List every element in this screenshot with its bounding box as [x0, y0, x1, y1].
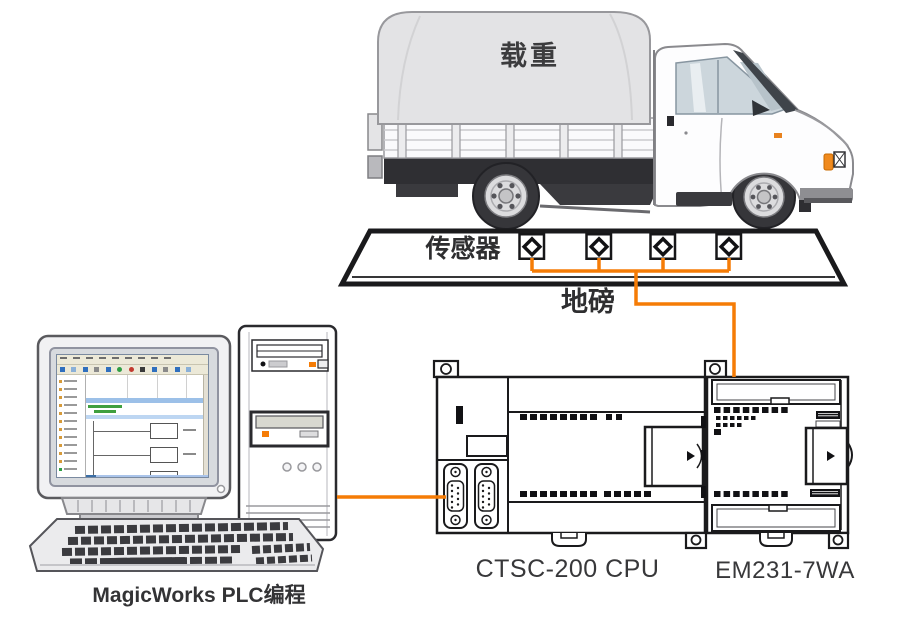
ladder-editor-area — [86, 375, 208, 477]
din-rail-clip — [551, 533, 587, 547]
cpu-mode-switch — [466, 435, 508, 457]
software-toolbar — [57, 365, 208, 375]
expansion-port-door — [643, 425, 705, 488]
truck-tarp — [377, 11, 651, 125]
ladder-function-block — [150, 471, 178, 477]
ctsc200-cpu-module — [432, 359, 709, 550]
expansion-module-label: EM231-7WA — [715, 557, 855, 584]
toolbar-icon — [140, 367, 146, 372]
em231-module — [703, 359, 853, 550]
truck-illustration — [367, 11, 854, 230]
toolbar-icon — [94, 367, 100, 372]
truck-indicator-light — [823, 153, 834, 171]
db9-serial-port — [443, 463, 468, 529]
truck-side-marker — [774, 133, 782, 138]
cpu-status-slot — [456, 406, 463, 424]
keyboard — [28, 518, 325, 572]
computer-tower — [237, 324, 338, 542]
project-tree-panel — [57, 375, 86, 477]
toolbar-icon — [105, 367, 111, 372]
terminal-strip — [520, 414, 651, 497]
toolbar-icon — [128, 367, 134, 372]
toolbar-icon — [174, 367, 180, 372]
db9-serial-port — [474, 463, 499, 529]
terminal-cover — [711, 379, 841, 405]
expansion-port-door — [804, 426, 853, 486]
terminal-strip — [714, 407, 788, 497]
scale-to-plc-wire — [634, 271, 736, 377]
floppy-drive — [249, 410, 330, 448]
pc-software-caption: MagicWorks PLC编程 — [92, 584, 306, 607]
toolbar-icon — [163, 367, 169, 372]
scale-label: 地磅 — [561, 287, 615, 317]
tower-button — [297, 462, 307, 472]
signal-wiring — [337, 258, 736, 499]
load-cell-sensor-icon — [715, 233, 743, 260]
terminal-cover — [711, 504, 841, 532]
cpu-module-label: CTSC-200 CPU — [475, 555, 660, 583]
sensors-label: 传感器 — [425, 235, 501, 263]
ladder-function-block — [150, 447, 178, 463]
tower-vents — [246, 505, 330, 528]
load-cell-sensor-icon — [649, 233, 677, 260]
toolbar-icon — [117, 367, 123, 372]
truck-mirror — [752, 100, 770, 116]
toolbar-icon — [60, 367, 65, 372]
din-rail-clip — [759, 533, 793, 547]
load-cell-sensor-icon — [585, 233, 613, 260]
toolbar-icon — [185, 367, 191, 372]
truck-headlight — [833, 151, 846, 168]
plc-software-screen — [56, 354, 209, 478]
cd-drive — [251, 339, 329, 372]
toolbar-icon — [151, 367, 157, 372]
tower-button — [282, 462, 292, 472]
ladder-function-block — [150, 423, 178, 439]
scrollbar — [203, 375, 208, 475]
software-menubar — [57, 357, 208, 365]
load-cell-sensor-icon — [518, 233, 546, 260]
truck-cab — [653, 42, 854, 212]
software-statusbar — [86, 475, 208, 477]
power-led — [216, 484, 226, 494]
toolbar-icon — [82, 367, 88, 372]
toolbar-icon — [71, 367, 77, 372]
truck-rear-wheel — [472, 162, 540, 230]
sensor-drop-wires — [530, 258, 731, 271]
load-label: 载重 — [500, 41, 560, 71]
tower-button — [312, 462, 322, 472]
